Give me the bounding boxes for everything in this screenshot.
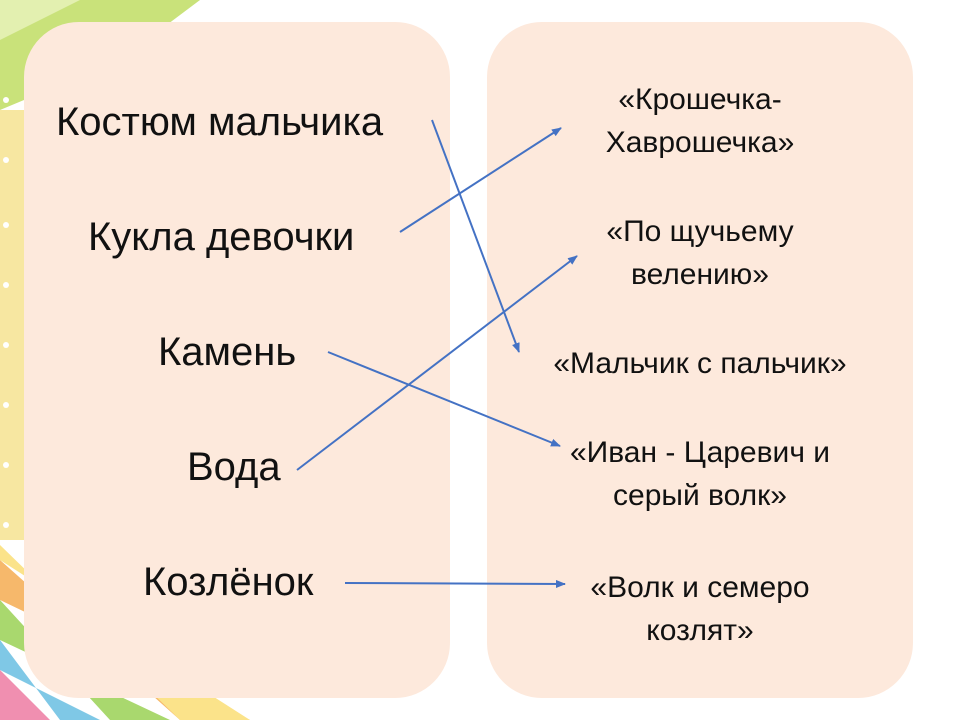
bg-stripe-blue xyxy=(0,640,100,720)
term-doll[interactable]: Кукла девочки xyxy=(88,215,355,259)
story-line: козлят» xyxy=(646,614,754,647)
bg-stripe-pink xyxy=(0,670,50,720)
bg-dot xyxy=(3,282,9,288)
bg-dot xyxy=(3,522,9,528)
story-wolf[interactable]: «Волк и семеро козлят» xyxy=(487,566,913,652)
term-kid[interactable]: Козлёнок xyxy=(143,560,314,604)
bg-dot xyxy=(3,97,9,103)
story-khavroshechka[interactable]: «Крошечка- Хаврошечка» xyxy=(487,78,913,164)
story-line: «По щучьему xyxy=(606,215,794,248)
term-costume[interactable]: Костюм мальчика xyxy=(56,100,384,144)
story-line: велению» xyxy=(631,258,769,291)
bg-dot xyxy=(3,402,9,408)
story-line: серый волк» xyxy=(613,479,787,512)
bg-dot xyxy=(3,462,9,468)
story-line: «Мальчик с пальчик» xyxy=(553,347,847,380)
bg-dot xyxy=(3,157,9,163)
bg-light-green-band xyxy=(0,0,80,40)
story-pike[interactable]: «По щучьему велению» xyxy=(487,210,913,296)
bg-yellow-strip xyxy=(0,110,26,540)
story-line: «Волк и семеро xyxy=(590,571,810,604)
story-line: Хаврошечка» xyxy=(605,126,795,159)
story-thumb[interactable]: «Мальчик с пальчик» xyxy=(487,342,913,385)
term-stone[interactable]: Камень xyxy=(158,330,297,374)
story-line: «Крошечка- xyxy=(618,83,782,116)
story-ivan[interactable]: «Иван - Царевич и серый волк» xyxy=(487,431,913,517)
bg-dot xyxy=(3,222,9,228)
bg-dot xyxy=(3,342,9,348)
story-line: «Иван - Царевич и xyxy=(569,436,831,469)
term-water[interactable]: Вода xyxy=(187,445,281,489)
